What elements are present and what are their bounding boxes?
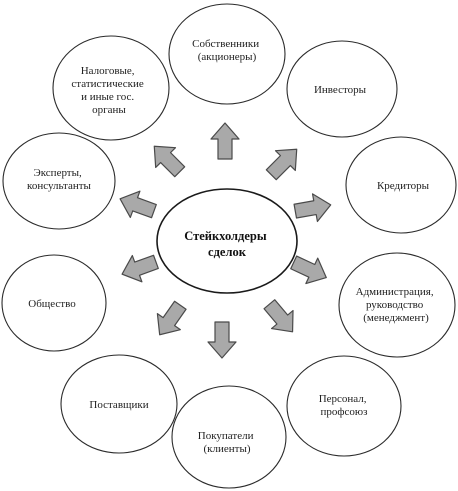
node-owners-line-1: Собственники (192, 38, 259, 50)
node-customers-line-1: Покупатели (198, 430, 254, 442)
center-title-line-1: Стейкхолдеры (184, 229, 267, 243)
arrow-to-suppliers (156, 300, 187, 336)
node-staff-line-2: профсоюз (321, 406, 368, 418)
node-government-line-2: статистические (71, 78, 143, 90)
node-society-label: Общество (28, 298, 76, 310)
node-creditors: Кредиторы (345, 136, 457, 234)
node-government-label: Налоговые, статистические и иные гос. ор… (71, 65, 146, 116)
arrow-to-owners (210, 122, 240, 160)
center-title: Стейкхолдеры сделок (184, 229, 270, 259)
center-title-line-2: сделок (208, 245, 247, 259)
node-owners: Собственники (акционеры) (168, 3, 286, 105)
node-owners-label: Собственники (акционеры) (192, 38, 262, 63)
arrow-to-creditors (293, 193, 332, 223)
node-investors-line-1: Инвесторы (314, 84, 367, 96)
node-staff-label: Персонал, профсоюз (319, 393, 370, 418)
node-experts-line-2: консультанты (27, 180, 92, 192)
node-suppliers: Поставщики (60, 354, 178, 454)
center-node: Стейкхолдеры сделок (156, 188, 298, 294)
node-management-line-2: руководство (366, 299, 424, 311)
node-suppliers-line-1: Поставщики (89, 399, 148, 411)
arrow-to-management (290, 255, 327, 285)
node-government-line-1: Налоговые, (81, 65, 135, 77)
node-society-line-1: Общество (28, 298, 76, 310)
arrow-to-customers (207, 321, 237, 359)
node-customers-line-2: (клиенты) (203, 443, 250, 455)
node-management-line-3: (менеджмент) (363, 312, 429, 324)
node-staff-line-1: Персонал, (319, 393, 367, 405)
node-society: Общество (1, 254, 107, 352)
node-staff: Персонал, профсоюз (286, 355, 402, 457)
node-management-line-1: Администрация, (356, 286, 434, 298)
node-government-line-4: органы (92, 104, 126, 116)
node-experts: Эксперты, консультанты (2, 132, 116, 230)
arrow-to-investors (265, 148, 298, 181)
node-investors: Инвесторы (286, 40, 398, 138)
arrow-to-experts (119, 190, 157, 219)
node-experts-label: Эксперты, консультанты (27, 167, 92, 192)
node-investors-label: Инвесторы (314, 84, 367, 96)
node-management: Администрация, руководство (менеджмент) (338, 252, 456, 358)
node-government: Налоговые, статистические и иные гос. ор… (52, 35, 170, 141)
arrow-to-society (121, 254, 159, 283)
node-owners-line-2: (акционеры) (198, 51, 257, 63)
arrow-to-government (153, 145, 186, 178)
arrow-to-staff (263, 299, 294, 333)
node-creditors-label: Кредиторы (377, 180, 430, 192)
node-customers-label: Покупатели (клиенты) (198, 430, 256, 455)
node-creditors-line-1: Кредиторы (377, 180, 430, 192)
node-suppliers-label: Поставщики (89, 399, 148, 411)
node-customers: Покупатели (клиенты) (171, 385, 287, 489)
arrows (119, 122, 332, 359)
node-experts-line-1: Эксперты, (33, 167, 82, 179)
node-management-label: Администрация, руководство (менеджмент) (356, 286, 437, 324)
node-government-line-3: и иные гос. (81, 91, 134, 103)
